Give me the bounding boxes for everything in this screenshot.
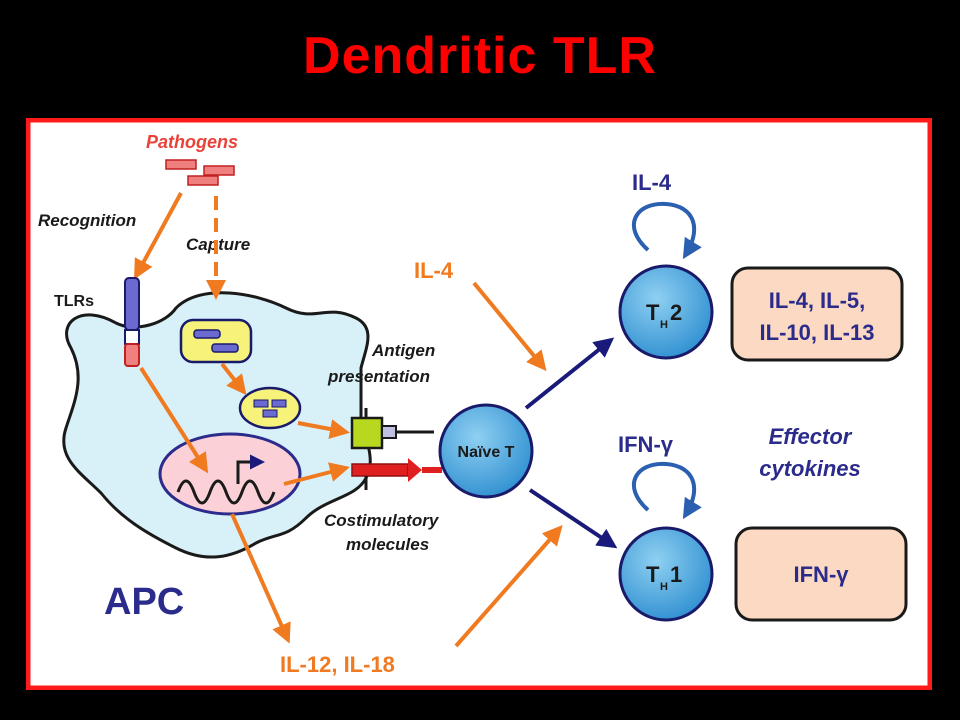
tlr-receptor [124, 277, 140, 367]
tlr-signal-arrow [139, 366, 209, 474]
th2-label-t: T [646, 300, 660, 325]
th2-box-line-1: IL-4, IL-5, [769, 288, 866, 313]
naive-t-cell [438, 403, 534, 499]
th1-label-sub: H [660, 581, 668, 593]
th1-cell [618, 526, 714, 622]
th1-label-t: T [646, 562, 660, 587]
costimulatory-complex [351, 458, 442, 490]
th1-label-num: 1 [670, 562, 682, 587]
naive-t-label: Naïve T [458, 444, 515, 461]
th2-cytokine-box [730, 266, 904, 362]
il12-il18-label: IL-12, IL-18 [280, 652, 395, 677]
nucleus-costim-arrow [283, 462, 350, 486]
th2-cell [618, 264, 714, 360]
antigen-label-1: Antigen [371, 341, 435, 360]
diagram-svg: Pathogens Recognition Capture TLRs Antig… [25, 117, 933, 691]
pathogens-label: Pathogens [146, 132, 238, 152]
dna-wave [176, 479, 276, 505]
recognition-arrow [134, 192, 183, 280]
il4-top-label: IL-4 [632, 170, 672, 195]
transcription-arrow [236, 454, 265, 484]
antigen-label-2: presentation [327, 367, 430, 386]
slide-title: Dendritic TLR [303, 27, 657, 85]
costim-label-2: molecules [346, 535, 429, 554]
il12-from-nucleus-arrow [230, 513, 291, 644]
costim-label-1: Costimulatory [324, 511, 440, 530]
mhc-complex [350, 408, 434, 450]
endosome-arrow [220, 362, 247, 396]
effector-label-1: Effector [769, 424, 853, 449]
diagram-panel: Pathogens Recognition Capture TLRs Antig… [25, 117, 933, 691]
to-th2-arrow [524, 337, 615, 410]
th2-autocrine-loop [632, 201, 702, 260]
pathogen-group [165, 159, 235, 186]
ifn-gamma-top-label: IFN-γ [618, 432, 674, 457]
il12-to-th1-arrow [454, 524, 563, 648]
apc-label: APC [104, 581, 184, 623]
tlrs-label: TLRs [54, 293, 94, 310]
th1-cytokine-box [734, 526, 908, 622]
endosome-1 [179, 318, 253, 364]
capture-label: Capture [186, 235, 250, 254]
recognition-label: Recognition [38, 211, 136, 230]
il4-mid-label: IL-4 [414, 258, 454, 283]
to-th1-arrow [528, 488, 618, 549]
endosome-2 [238, 386, 302, 430]
th2-box-line-2: IL-10, IL-13 [760, 320, 875, 345]
th1-box-line: IFN-γ [794, 562, 850, 587]
effector-label-2: cytokines [759, 456, 861, 481]
th2-label-num: 2 [670, 300, 682, 325]
presentation-arrow [297, 419, 350, 439]
th2-label-sub: H [660, 319, 668, 331]
th1-autocrine-loop [632, 461, 702, 520]
il4-arrow [472, 281, 547, 372]
